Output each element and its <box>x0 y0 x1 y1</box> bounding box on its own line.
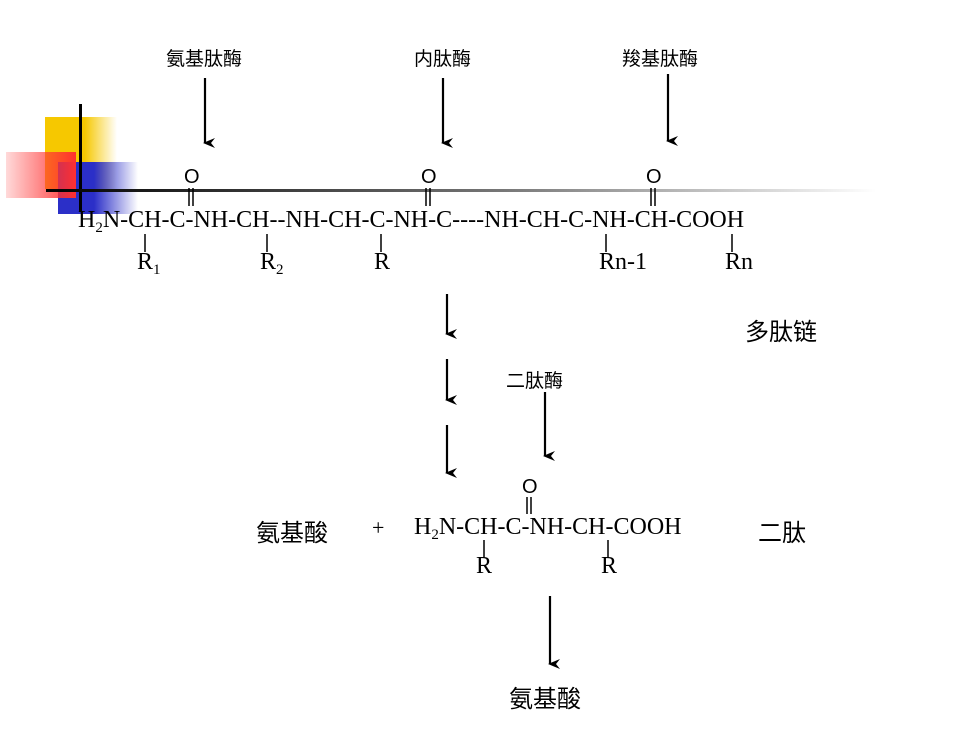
carbonyl-oxygen-1: O <box>184 166 200 188</box>
ornament-vertical-line <box>79 104 82 212</box>
dipeptide-carbonyl-oxygen: O <box>522 476 538 498</box>
n-terminus-h: H <box>78 207 96 233</box>
chain-segment-1: N-CH-C-NH-CH-- <box>102 207 286 233</box>
side-chain-rn: Rn <box>725 249 754 275</box>
dipeptide-n-h: H <box>414 514 432 540</box>
side-chain-r1: R1 <box>137 249 161 278</box>
carbonyl-oxygen-2: O <box>421 166 437 188</box>
dipeptide-n-sub: 2 <box>431 527 439 543</box>
endopeptidase-label: 内肽酶 <box>414 48 472 70</box>
carboxypeptidase-label: 羧基肽酶 <box>622 48 699 70</box>
polypeptide-label: 多肽链 <box>745 318 817 346</box>
polypeptide-chain: H2N-CH-C-NH-CH--NH-CH-C-NH-C----NH-CH-C-… <box>78 207 843 234</box>
carbonyl-oxygen-3: O <box>646 166 662 188</box>
side-chain-r2: R2 <box>260 249 284 278</box>
chain-segment-2: NH-CH-C-NH-C---- <box>285 207 485 233</box>
r1-letter: R <box>137 249 154 275</box>
r2-subscript: 2 <box>276 262 284 278</box>
final-amino-acid-label: 氨基酸 <box>509 685 581 713</box>
n-terminus-sub: 2 <box>95 220 103 235</box>
dipeptide-rest: N-CH-C-NH-CH-COOH <box>438 514 682 540</box>
chain-segment-3: NH-CH-C-NH-CH-COOH <box>484 207 745 233</box>
dipeptide-formula: H2N-CH-C-NH-CH-COOH <box>414 514 682 543</box>
r1-subscript: 1 <box>153 262 161 278</box>
amino-acid-label: 氨基酸 <box>256 519 328 547</box>
side-chain-r: R <box>374 249 391 275</box>
aminopeptidase-label: 氨基肽酶 <box>166 48 243 70</box>
plus-sign: + <box>372 515 385 540</box>
dipeptide-r1: R <box>476 553 493 579</box>
side-chain-rn-1: Rn-1 <box>599 249 647 275</box>
dipeptide-r2: R <box>601 553 618 579</box>
ornament-horizontal-rule <box>46 189 876 192</box>
dipeptidase-label: 二肽酶 <box>506 370 564 392</box>
r2-letter: R <box>260 249 277 275</box>
dipeptide-label: 二肽 <box>758 519 806 547</box>
